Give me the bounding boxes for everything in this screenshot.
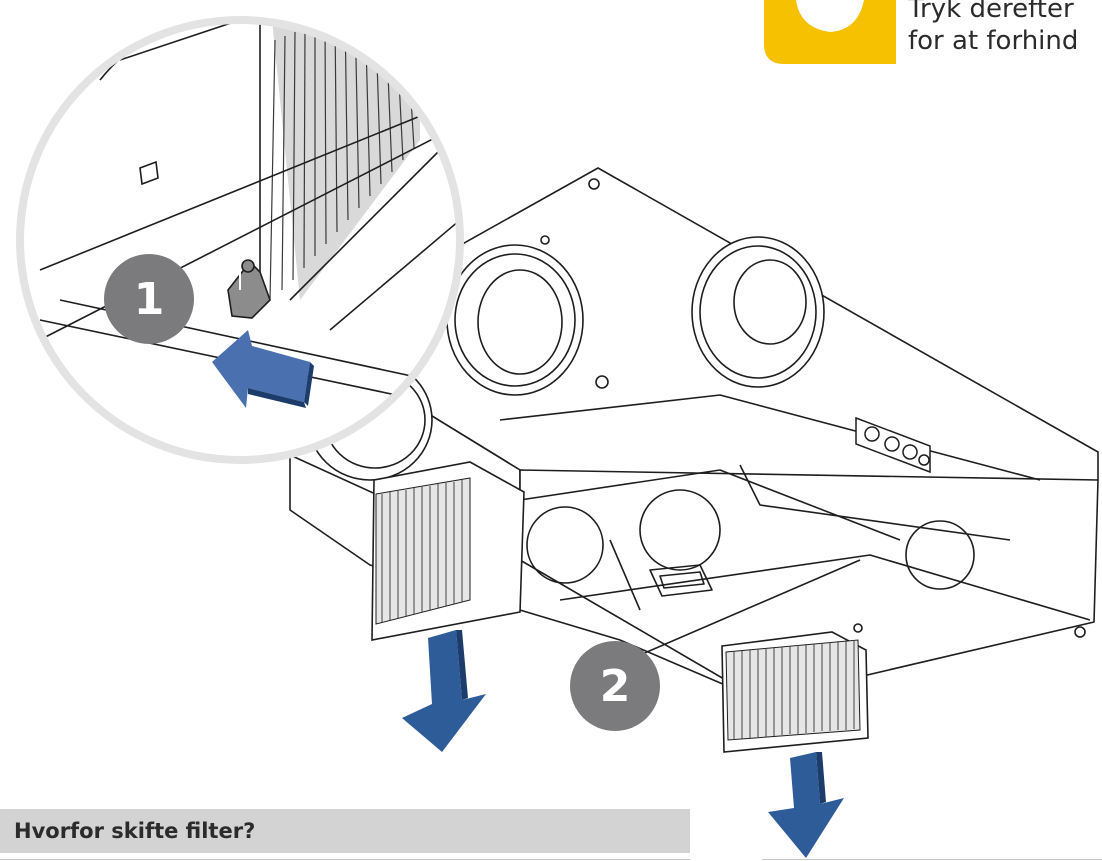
section-divider [0, 859, 690, 860]
callout-text-line-2: for at forhind [908, 26, 1079, 56]
section-heading: Hvorfor skifte filter? [0, 809, 690, 853]
step-badge-2: 2 [570, 641, 660, 731]
filter-left [371, 461, 525, 641]
filter-right [721, 631, 869, 753]
arrow-down-icon [402, 630, 486, 752]
info-icon [764, 0, 896, 64]
connector-panel [855, 416, 931, 474]
callout-text-line-1: Tryk derefter [908, 0, 1074, 24]
arrow-down-icon [768, 752, 844, 858]
section-divider-right [762, 859, 1102, 860]
arrow-push-icon [212, 330, 314, 408]
step-badge-1: 1 [104, 254, 194, 344]
detail-magnifier [16, 16, 464, 464]
